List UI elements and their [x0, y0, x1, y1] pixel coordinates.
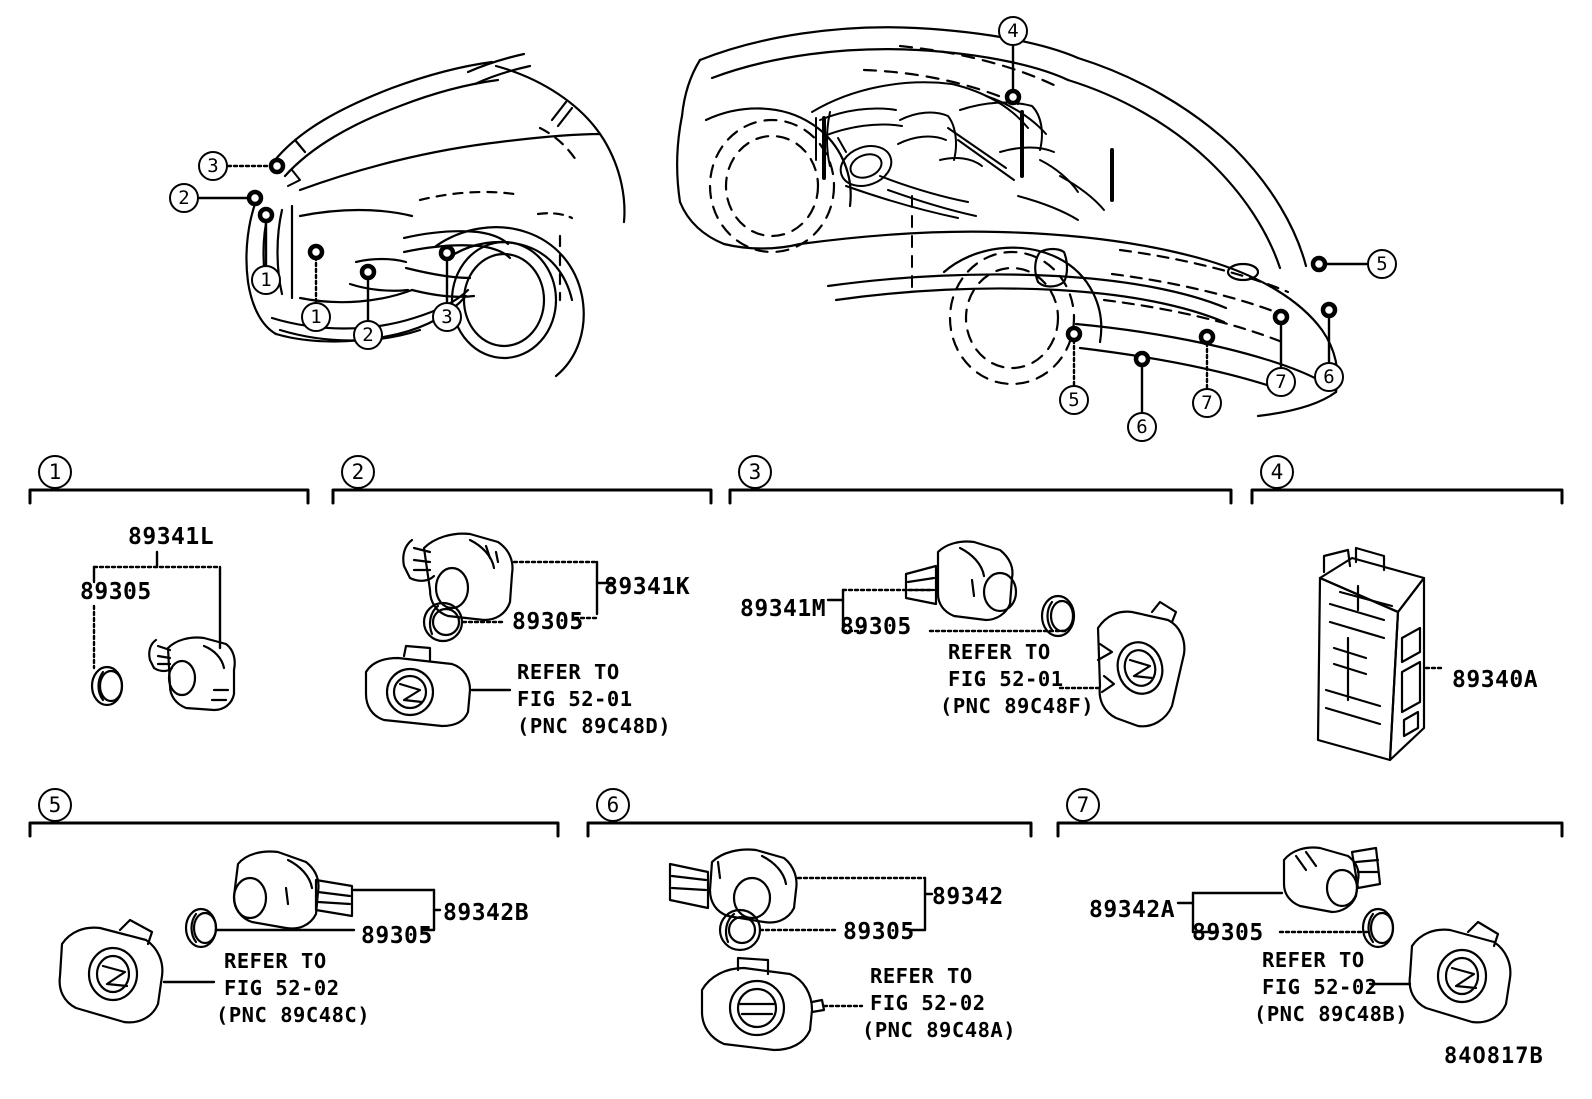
refer-note-p2-line3: (PNC 89C48D) [517, 714, 672, 738]
callout-rear-6a: 6 [1127, 412, 1157, 442]
panel-6-art [668, 848, 934, 1052]
callout-front-1a: 1 [251, 265, 281, 295]
part-number-89341K: 89341K [604, 574, 691, 600]
refer-note-p7-line3: (PNC 89C48B) [1254, 1002, 1409, 1026]
panel-number-5: 5 [38, 788, 72, 822]
part-number-89305-p2: 89305 [512, 609, 584, 635]
callout-front-2b: 2 [353, 320, 383, 350]
part-number-89305-p3: 89305 [840, 614, 912, 640]
callout-rear-6b: 6 [1314, 362, 1344, 392]
refer-note-p6-line3: (PNC 89C48A) [862, 1018, 1017, 1042]
panel-number-6: 6 [596, 788, 630, 822]
part-number-89305-p6: 89305 [843, 919, 915, 945]
part-number-89342: 89342 [932, 884, 1004, 910]
panel-3-art [826, 540, 1186, 728]
panel-1-art [90, 550, 236, 712]
part-number-89342B: 89342B [443, 900, 530, 926]
refer-note-p3-line2: FIG 52-01 [948, 667, 1064, 691]
part-number-89340A: 89340A [1452, 667, 1539, 693]
refer-note-p6-line2: FIG 52-02 [870, 991, 986, 1015]
callout-rear-5a: 5 [1367, 249, 1397, 279]
callout-rear-7b: 7 [1266, 367, 1296, 397]
panel-number-3: 3 [738, 455, 772, 489]
callout-front-3a: 3 [198, 151, 228, 181]
refer-note-p7-line1: REFER TO [1262, 948, 1365, 972]
panel-brackets [28, 488, 1564, 838]
part-number-89305-p5: 89305 [361, 923, 433, 949]
panel-5-art [58, 850, 442, 1024]
refer-note-p7-line2: FIG 52-02 [1262, 975, 1378, 999]
part-number-89305-p1: 89305 [80, 579, 152, 605]
panel-number-7: 7 [1066, 788, 1100, 822]
refer-note-p5-line3: (PNC 89C48C) [216, 1003, 371, 1027]
panel-number-4: 4 [1260, 455, 1294, 489]
callout-rear-4: 4 [998, 16, 1028, 46]
part-number-89305-p7: 89305 [1192, 920, 1264, 946]
panel-number-2: 2 [341, 455, 375, 489]
part-number-89342A: 89342A [1089, 897, 1176, 923]
callout-front-2a: 2 [169, 183, 199, 213]
callout-rear-7a: 7 [1192, 388, 1222, 418]
part-number-89341M: 89341M [740, 596, 827, 622]
refer-note-p3-line1: REFER TO [948, 640, 1051, 664]
refer-note-p2-line1: REFER TO [517, 660, 620, 684]
refer-note-p2-line2: FIG 52-01 [517, 687, 633, 711]
part-number-89341L: 89341L [128, 524, 215, 550]
callout-front-3b: 3 [432, 302, 462, 332]
rear-vehicle-art [676, 26, 1339, 418]
panel-number-1: 1 [38, 455, 72, 489]
callout-rear-5b: 5 [1059, 385, 1089, 415]
panel-2-art [364, 532, 614, 728]
panel-7-art [1176, 846, 1512, 1024]
refer-note-p6-line1: REFER TO [870, 964, 973, 988]
refer-note-p3-line3: (PNC 89C48F) [940, 694, 1095, 718]
callout-front-1b: 1 [301, 302, 331, 332]
refer-note-p5-line1: REFER TO [224, 949, 327, 973]
callout-attach-points [246, 88, 1338, 368]
diagram-id-code: 84O817B [1444, 1044, 1544, 1069]
refer-note-p5-line2: FIG 52-02 [224, 976, 340, 1000]
panel-4-art [1316, 546, 1446, 762]
front-vehicle-art [245, 52, 626, 378]
callout-leaders [197, 44, 1369, 414]
